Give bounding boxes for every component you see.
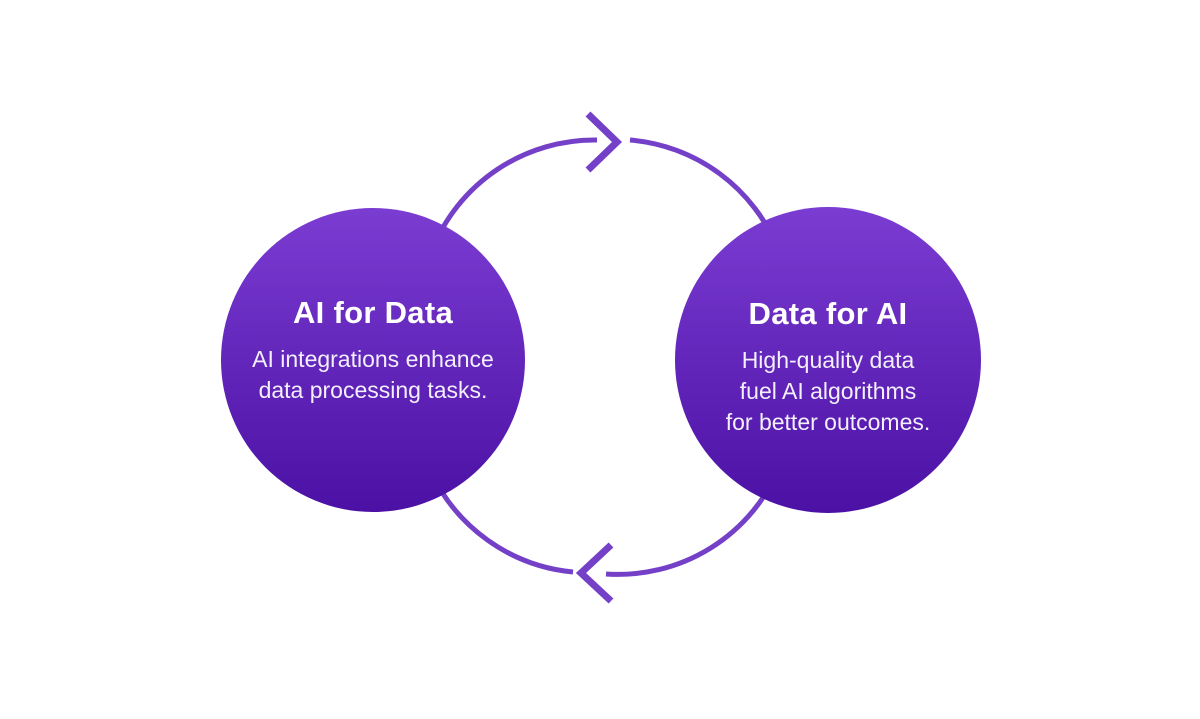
- arrow-left-chevron-icon: [575, 542, 614, 604]
- ai-for-data-bubble: [221, 208, 525, 512]
- data-for-ai-bubble: [675, 207, 981, 513]
- arrow-right-chevron-icon: [585, 111, 623, 173]
- top-arc-left-segment: [429, 137, 598, 251]
